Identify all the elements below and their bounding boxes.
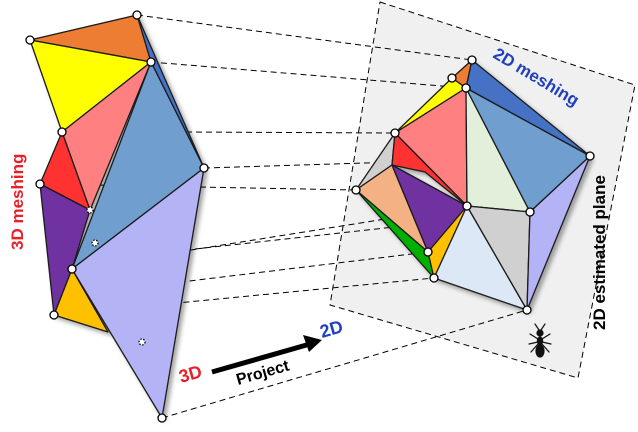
label-to-2d: 2D xyxy=(318,316,346,342)
vertex xyxy=(67,264,77,274)
label-3d-meshing: 3D meshing xyxy=(8,154,27,250)
vertex xyxy=(351,185,361,195)
vertex xyxy=(467,55,477,65)
projection-line xyxy=(150,61,467,89)
vertex-hidden xyxy=(138,338,146,346)
vertex xyxy=(461,83,471,93)
arrow-right-icon xyxy=(211,341,311,375)
project-arrow xyxy=(211,335,322,375)
vertex xyxy=(25,35,35,45)
projection-line xyxy=(139,251,429,288)
vertex xyxy=(132,10,142,20)
face-lavender xyxy=(526,155,591,311)
label-from-3d: 3D xyxy=(177,361,205,387)
vertex xyxy=(49,310,59,320)
vertex xyxy=(585,151,595,161)
face-gold xyxy=(53,268,109,333)
vertex xyxy=(525,207,535,217)
vertex xyxy=(429,273,439,283)
vertex-hidden xyxy=(86,206,94,214)
vertex xyxy=(522,305,532,315)
vertex xyxy=(447,73,457,83)
face-red xyxy=(391,132,468,207)
vertex xyxy=(35,179,45,189)
projection-line xyxy=(185,131,396,134)
ant-icon xyxy=(528,323,552,358)
projection-line xyxy=(136,14,473,61)
vertex xyxy=(57,127,67,137)
projection-line xyxy=(161,309,528,419)
vertex xyxy=(157,413,167,423)
vertex-hidden xyxy=(91,239,99,247)
vertex xyxy=(423,247,433,257)
vertex xyxy=(146,57,156,67)
mesh-3d-vertices xyxy=(25,10,209,423)
face-lavender xyxy=(71,167,205,419)
arrowhead xyxy=(303,335,322,352)
mesh-2d-vertices xyxy=(351,55,595,315)
mesh-2d xyxy=(355,59,591,311)
vertex xyxy=(390,128,400,138)
label-2d-estimated-plane: 2D estimated plane xyxy=(590,175,609,330)
vertex xyxy=(462,201,472,211)
mesh-3d xyxy=(29,14,205,419)
vertex xyxy=(199,163,209,173)
